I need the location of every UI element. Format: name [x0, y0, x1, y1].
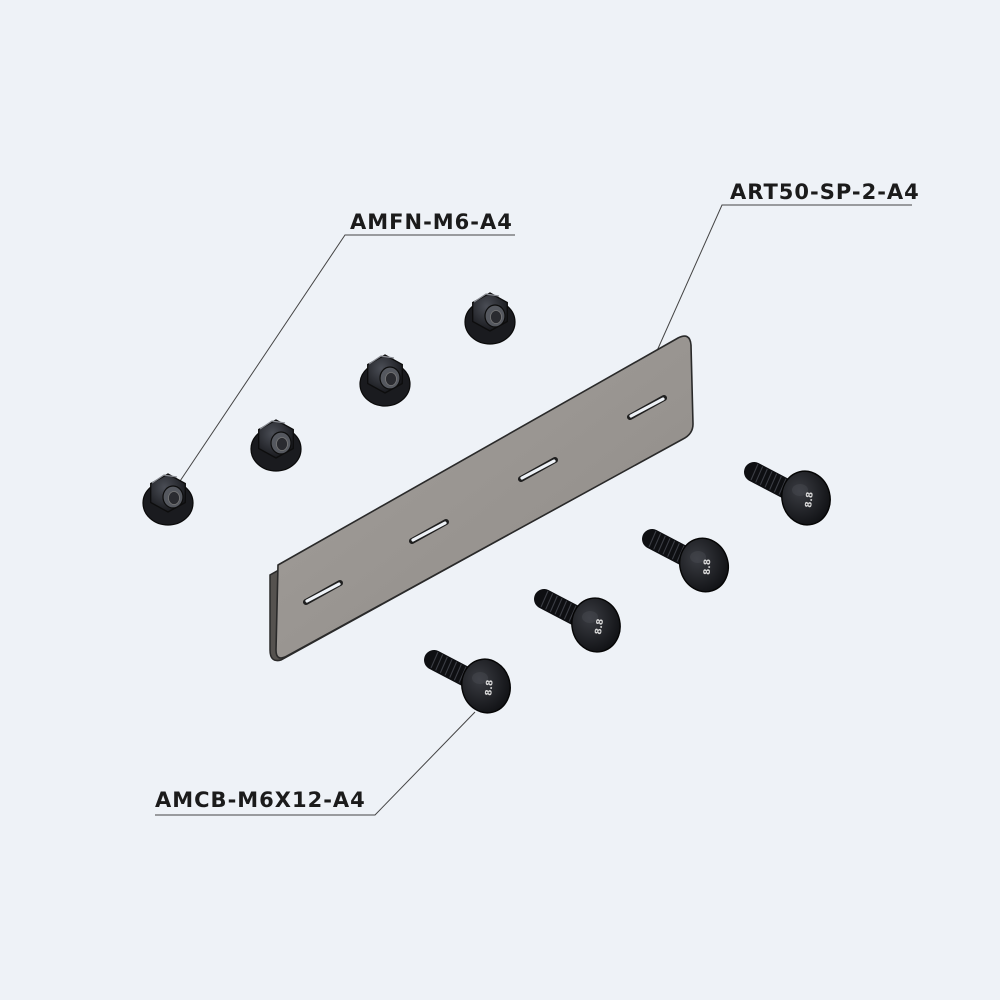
bolt-part-label: AMCB-M6X12-A4 — [155, 788, 366, 812]
flange-nut — [250, 419, 302, 472]
nut-part-label: AMFN-M6-A4 — [350, 210, 513, 234]
plate-part-label: ART50-SP-2-A4 — [730, 180, 920, 204]
bolt-head-marking: 8.8 — [804, 491, 816, 508]
nut-leader-line — [171, 234, 515, 494]
bolt-head-marking: 8.8 — [484, 679, 495, 696]
carriage-bolt: 8.8 — [642, 529, 730, 593]
bolt-leader-line — [155, 711, 476, 816]
carriage-bolts: 8.8 8.8 8.8 8.8 — [424, 462, 831, 714]
bolt-head-marking: 8.8 — [594, 618, 606, 635]
bolt-head-marking: 8.8 — [703, 559, 714, 575]
carriage-bolt: 8.8 — [534, 589, 621, 653]
flange-nuts — [142, 292, 516, 526]
plate-slot-openings — [305, 397, 665, 603]
carriage-bolt: 8.8 — [424, 650, 511, 714]
carriage-bolt: 8.8 — [744, 462, 831, 526]
flange-nut — [142, 473, 194, 526]
splice-plate — [269, 335, 694, 662]
plate-leader-line — [651, 204, 912, 363]
flange-nut — [464, 292, 516, 345]
leader-lines — [155, 204, 912, 816]
plate-face — [275, 335, 694, 659]
flange-nut — [359, 354, 411, 407]
